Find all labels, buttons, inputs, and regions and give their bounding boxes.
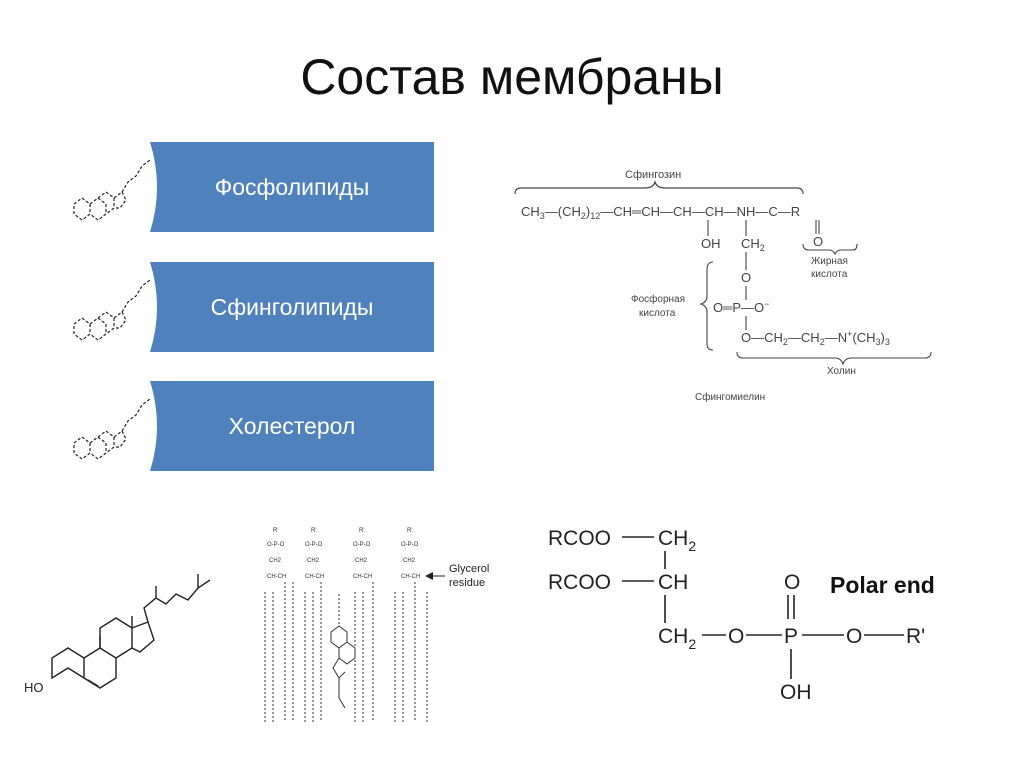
component-label: Холестерол [228, 413, 356, 439]
oxygen-label: O [728, 625, 744, 648]
fatty-acid-label-1: Жирная [811, 256, 848, 267]
sphingosine-chain-formula: CH3—(CH2)12—CH═CH—CH—CH—NH—C—R OH CH2 O … [521, 204, 890, 347]
component-label: Сфинголипиды [210, 294, 374, 320]
component-phospholipids: Фосфолипиды [66, 142, 436, 232]
steroid-thumbnail-icon [73, 279, 151, 341]
oxygen-label: O [846, 625, 862, 648]
svg-text:O: O [813, 234, 823, 249]
svg-text:CH-CH: CH-CH [305, 574, 324, 580]
rcoo-label: RCOO [548, 527, 611, 550]
svg-text:CH2: CH2 [741, 236, 765, 253]
svg-text:CH2: CH2 [403, 558, 416, 564]
svg-text:CH2: CH2 [658, 527, 696, 554]
svg-text:R': R' [273, 528, 278, 534]
oxygen-label: O [784, 571, 800, 594]
svg-text:CH2: CH2 [355, 558, 368, 564]
inserted-cholesterol [330, 594, 356, 709]
slide-title: Состав мембраны [300, 49, 724, 105]
phosphoric-acid-label-1: Фосфорная [631, 293, 685, 305]
svg-text:O-P-O: O-P-O [305, 542, 323, 548]
glycerol-label-1: Glycerol [449, 563, 489, 575]
svg-text:OH: OH [701, 236, 721, 251]
svg-text:CH-CH: CH-CH [401, 574, 420, 580]
phospholipid-bonds [622, 536, 904, 679]
svg-text:CH-CH: CH-CH [267, 574, 286, 580]
rcoo-label: RCOO [548, 571, 611, 594]
cholesterol-structure: HO [24, 574, 211, 695]
svg-text:CH-CH: CH-CH [353, 574, 372, 580]
svg-text:R': R' [311, 528, 316, 534]
choline-label: Холин [827, 366, 856, 377]
phospholipid-structure: RCOO RCOO CH2 CH CH2 O P O O R' OH Polar… [548, 527, 935, 704]
r-prime-label: R' [906, 625, 925, 648]
polar-end-label: Polar end [830, 572, 935, 598]
svg-text:R': R' [359, 528, 364, 534]
sphingosine-label: Сфингозин [625, 169, 681, 181]
hydroxyl-label: OH [780, 681, 812, 704]
phosphoric-acid-label-2: кислота [639, 308, 676, 319]
arrow-left-icon [425, 572, 433, 580]
svg-text:CH3—(CH2)12—CH═CH—CH—CH—NH—C—R: CH3—(CH2)12—CH═CH—CH—CH—NH—C—R [521, 204, 800, 221]
hydroxyl-label: HO [24, 680, 44, 695]
component-label: Фосфолипиды [214, 174, 370, 200]
svg-text:CH2: CH2 [307, 558, 320, 564]
svg-text:O-P-O: O-P-O [401, 542, 419, 548]
steroid-thumbnail-icon [73, 159, 151, 221]
steroid-thumbnail-icon [73, 398, 151, 460]
ch-label: CH [658, 571, 688, 594]
component-cholesterol: Холестерол [66, 381, 436, 471]
fatty-acid-label-2: кислота [811, 269, 848, 280]
svg-text:R': R' [407, 528, 412, 534]
svg-text:O═P—O−: O═P—O− [713, 299, 769, 315]
lipid-tails [264, 582, 428, 722]
svg-text:O—CH2—CH2—N+(CH3)3: O—CH2—CH2—N+(CH3)3 [741, 329, 890, 347]
ch2-label: CH [658, 527, 688, 550]
sphingomyelin-structure: Сфингозин CH3—(CH2)12—CH═CH—CH—CH—NH—C—R… [514, 169, 932, 403]
component-sphingolipids: Сфинголипиды [66, 262, 436, 352]
svg-text:O: O [741, 270, 751, 285]
svg-text:CH2: CH2 [658, 625, 696, 652]
ch2-label: CH [658, 625, 688, 648]
component-box [138, 142, 434, 232]
component-box [138, 262, 434, 352]
component-box [138, 381, 434, 471]
svg-text:O-P-O: O-P-O [353, 542, 371, 548]
sphingosine-brace [514, 180, 804, 195]
phosphorus-label: P [784, 625, 798, 648]
sphingomyelin-caption: Сфингомиелин [695, 391, 765, 403]
svg-text:CH2: CH2 [269, 558, 282, 564]
svg-text:O-P-O: O-P-O [267, 542, 285, 548]
glycerol-label-2: residue [449, 577, 485, 589]
